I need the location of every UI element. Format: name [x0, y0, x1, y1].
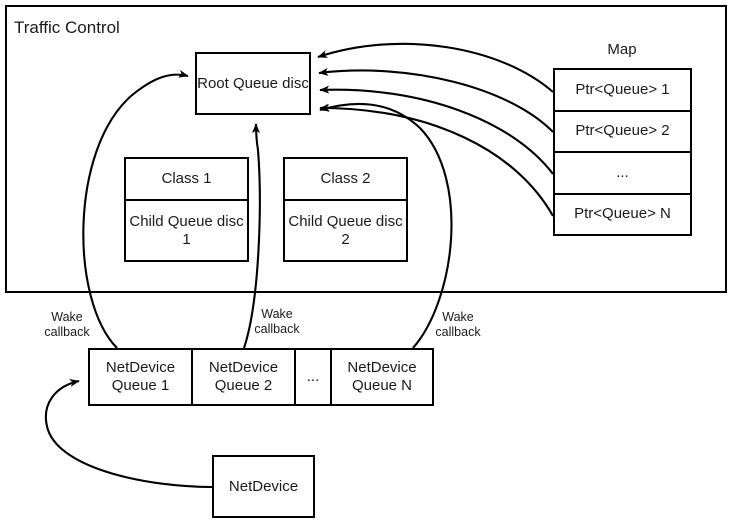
netdevice-label: NetDevice: [214, 457, 313, 516]
netdevice-queue-cell-2[interactable]: ...: [294, 350, 330, 404]
wake-callback-label-1: Wake callback: [44, 310, 90, 339]
child-queue-disc-1-label: Child Queue disc 1: [126, 199, 247, 260]
map-row-0[interactable]: Ptr<Queue> 1: [555, 70, 690, 110]
class-1-box[interactable]: Class 1 Child Queue disc 1: [124, 157, 249, 262]
map-label: Map: [607, 41, 637, 58]
netdevice-queue-cell-0[interactable]: NetDevice Queue 1: [90, 350, 191, 404]
traffic-control-title: Traffic Control: [14, 18, 120, 37]
netdevice-queue-row[interactable]: NetDevice Queue 1 NetDevice Queue 2 ... …: [88, 348, 434, 406]
netdevice-queue-cell-1[interactable]: NetDevice Queue 2: [191, 350, 294, 404]
root-queue-disc-label: Root Queue disc: [197, 54, 309, 113]
wake-callback-label-3: Wake callback: [435, 310, 481, 339]
class-1-header: Class 1: [126, 159, 247, 199]
netdevice-box[interactable]: NetDevice: [212, 455, 315, 518]
wake-callback-label-2: Wake callback: [254, 307, 300, 336]
map-row-2[interactable]: ...: [555, 151, 690, 193]
map-box[interactable]: Ptr<Queue> 1 Ptr<Queue> 2 ... Ptr<Queue>…: [553, 68, 692, 236]
class-2-box[interactable]: Class 2 Child Queue disc 2: [283, 157, 408, 262]
class-2-header: Class 2: [285, 159, 406, 199]
root-queue-disc-box[interactable]: Root Queue disc: [195, 52, 311, 115]
netdevice-queue-cell-3[interactable]: NetDevice Queue N: [330, 350, 432, 404]
map-row-3[interactable]: Ptr<Queue> N: [555, 192, 690, 234]
child-queue-disc-2-label: Child Queue disc 2: [285, 199, 406, 260]
map-row-1[interactable]: Ptr<Queue> 2: [555, 109, 690, 151]
